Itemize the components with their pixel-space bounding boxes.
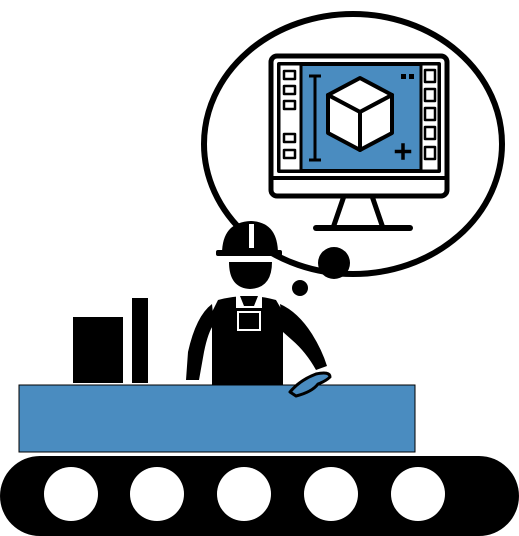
box-icon xyxy=(73,298,148,383)
roller xyxy=(217,467,271,521)
roller-icon xyxy=(44,467,445,521)
left-tool-panel xyxy=(277,62,303,173)
box xyxy=(73,317,123,383)
computer-monitor-icon xyxy=(268,53,450,231)
thought-dot-large xyxy=(318,247,350,279)
roller xyxy=(44,467,98,521)
worker-right-arm xyxy=(280,304,327,370)
right-tool-panel xyxy=(419,62,441,173)
roller xyxy=(130,467,184,521)
3d-cube-icon xyxy=(326,76,394,152)
monitor-stand xyxy=(330,195,386,229)
plus-icon xyxy=(394,143,412,160)
screen-dots xyxy=(401,74,414,79)
dimension-marker-icon xyxy=(309,74,321,162)
conveyor-belt-icon xyxy=(0,371,519,536)
worker-head xyxy=(229,262,272,289)
roller xyxy=(391,467,445,521)
worker-hand xyxy=(288,371,332,398)
thought-dot-small xyxy=(292,280,308,296)
worker-torso xyxy=(212,296,283,385)
hard-hat-icon xyxy=(216,221,282,256)
factory-worker-icon xyxy=(186,221,327,385)
worker-left-arm xyxy=(186,304,214,380)
conveyor-top xyxy=(18,384,416,453)
roller xyxy=(304,467,358,521)
box-post xyxy=(132,298,148,383)
